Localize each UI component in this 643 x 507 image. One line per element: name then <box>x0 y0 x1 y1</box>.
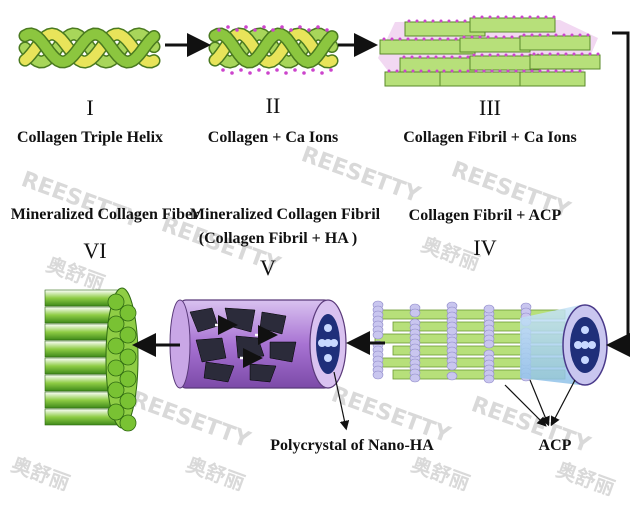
stage-iv-label: Collagen Fibril + ACP <box>409 207 562 224</box>
stage-ii-label: Collagen + Ca Ions <box>208 129 338 146</box>
stage-iv-numeral: IV <box>473 235 496 260</box>
helix-ca-ions-icon <box>208 25 339 75</box>
stage-iii-numeral: III <box>479 95 501 120</box>
watermark-cjk: 奥舒丽 <box>553 457 618 500</box>
pointer-polycrystal <box>333 371 350 431</box>
triple-helix-icon <box>18 27 161 69</box>
pointer-acp-2 <box>529 379 550 427</box>
arrow-iii-iv <box>606 31 630 357</box>
stage-v-numeral: V <box>260 255 276 280</box>
stage-i-numeral: I <box>86 95 93 120</box>
watermark-text: REESETTY <box>298 142 424 208</box>
fibril-acp-icon <box>372 300 608 386</box>
fibril-ca-ions-icon <box>378 15 601 87</box>
stage-i-label: Collagen Triple Helix <box>17 129 163 146</box>
watermark-cjk: 奥舒丽 <box>8 452 73 495</box>
acp-annotation: ACP <box>539 437 572 454</box>
stage-vi-numeral: VI <box>83 238 106 263</box>
watermark-cjk: 奥舒丽 <box>183 452 248 495</box>
pointer-acp-1 <box>504 384 547 427</box>
stage-iii-label: Collagen Fibril + Ca Ions <box>403 129 577 146</box>
polycrystal-annotation: Polycrystal of Nano-HA <box>270 437 434 454</box>
watermark-text: REESETTY <box>468 392 594 458</box>
mineralized-fibril-icon <box>169 299 347 389</box>
watermark-text: REESETTY <box>18 167 144 233</box>
watermark-text: REESETTY <box>128 387 254 453</box>
pointer-acp-3 <box>550 379 576 427</box>
watermark-cjk: 奥舒丽 <box>408 452 473 495</box>
stage-v-label: Mineralized Collagen Fibril <box>190 206 381 223</box>
collagen-fiber-bundle-icon <box>44 287 139 432</box>
process-arrows <box>132 31 630 431</box>
stage-vi-label: Mineralized Collagen Fiber <box>11 206 199 223</box>
stage-v-sublabel: (Collagen Fibril + HA ) <box>199 230 357 247</box>
stage-ii-numeral: II <box>266 93 281 118</box>
